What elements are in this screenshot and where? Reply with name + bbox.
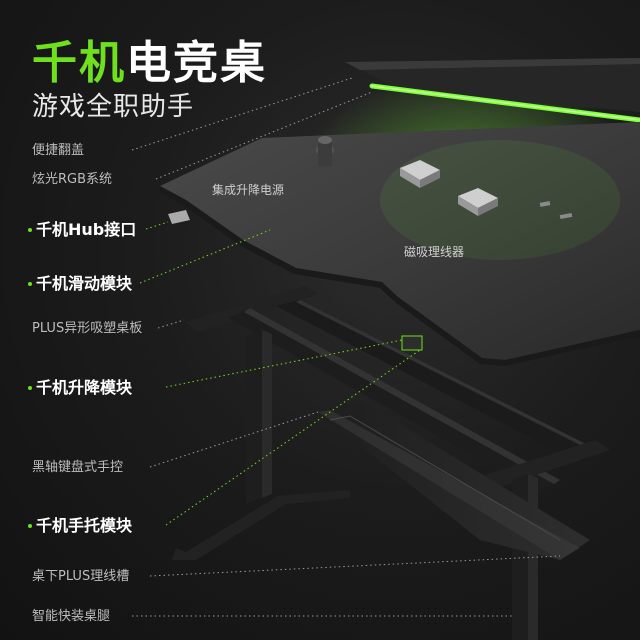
feature-label: 黑轴键盘式手控 <box>32 460 124 475</box>
feature-label-highlight: 千机升降模块 <box>36 378 133 397</box>
feature-label: PLUS异形吸塑桌板 <box>32 321 143 336</box>
feature-label: 智能快装桌腿 <box>32 609 111 624</box>
highlight-dot <box>28 386 32 390</box>
highlight-dot <box>28 228 32 232</box>
feature-label: 桌下PLUS理线槽 <box>32 569 130 584</box>
flip-panel <box>345 58 640 112</box>
foot-left <box>172 490 350 560</box>
feature-label-highlight: 千机手托模块 <box>36 516 133 535</box>
feature-label: 便捷翻盖 <box>32 143 85 158</box>
highlight-dot <box>28 524 32 528</box>
headline: 千机电竞桌 <box>32 40 267 85</box>
desk-top <box>160 122 640 360</box>
leg-left <box>246 330 262 504</box>
headline-main: 电竞桌 <box>126 36 268 89</box>
feature-label: 炫光RGB系统 <box>32 172 113 187</box>
power-label: 集成升降电源 <box>212 183 285 197</box>
frame-crossbar-right <box>470 440 610 492</box>
flip-panel-edge <box>345 58 640 70</box>
slide-module <box>401 335 423 351</box>
cable-organizer-label: 磁吸理线器 <box>404 245 465 259</box>
headline-accent: 千机 <box>32 36 127 89</box>
feature-label-highlight: 千机Hub接口 <box>36 220 137 239</box>
hub-module <box>168 210 190 224</box>
subtitle: 游戏全职助手 <box>32 92 195 122</box>
highlight-dot <box>28 282 32 286</box>
feature-label-highlight: 千机滑动模块 <box>36 274 133 293</box>
